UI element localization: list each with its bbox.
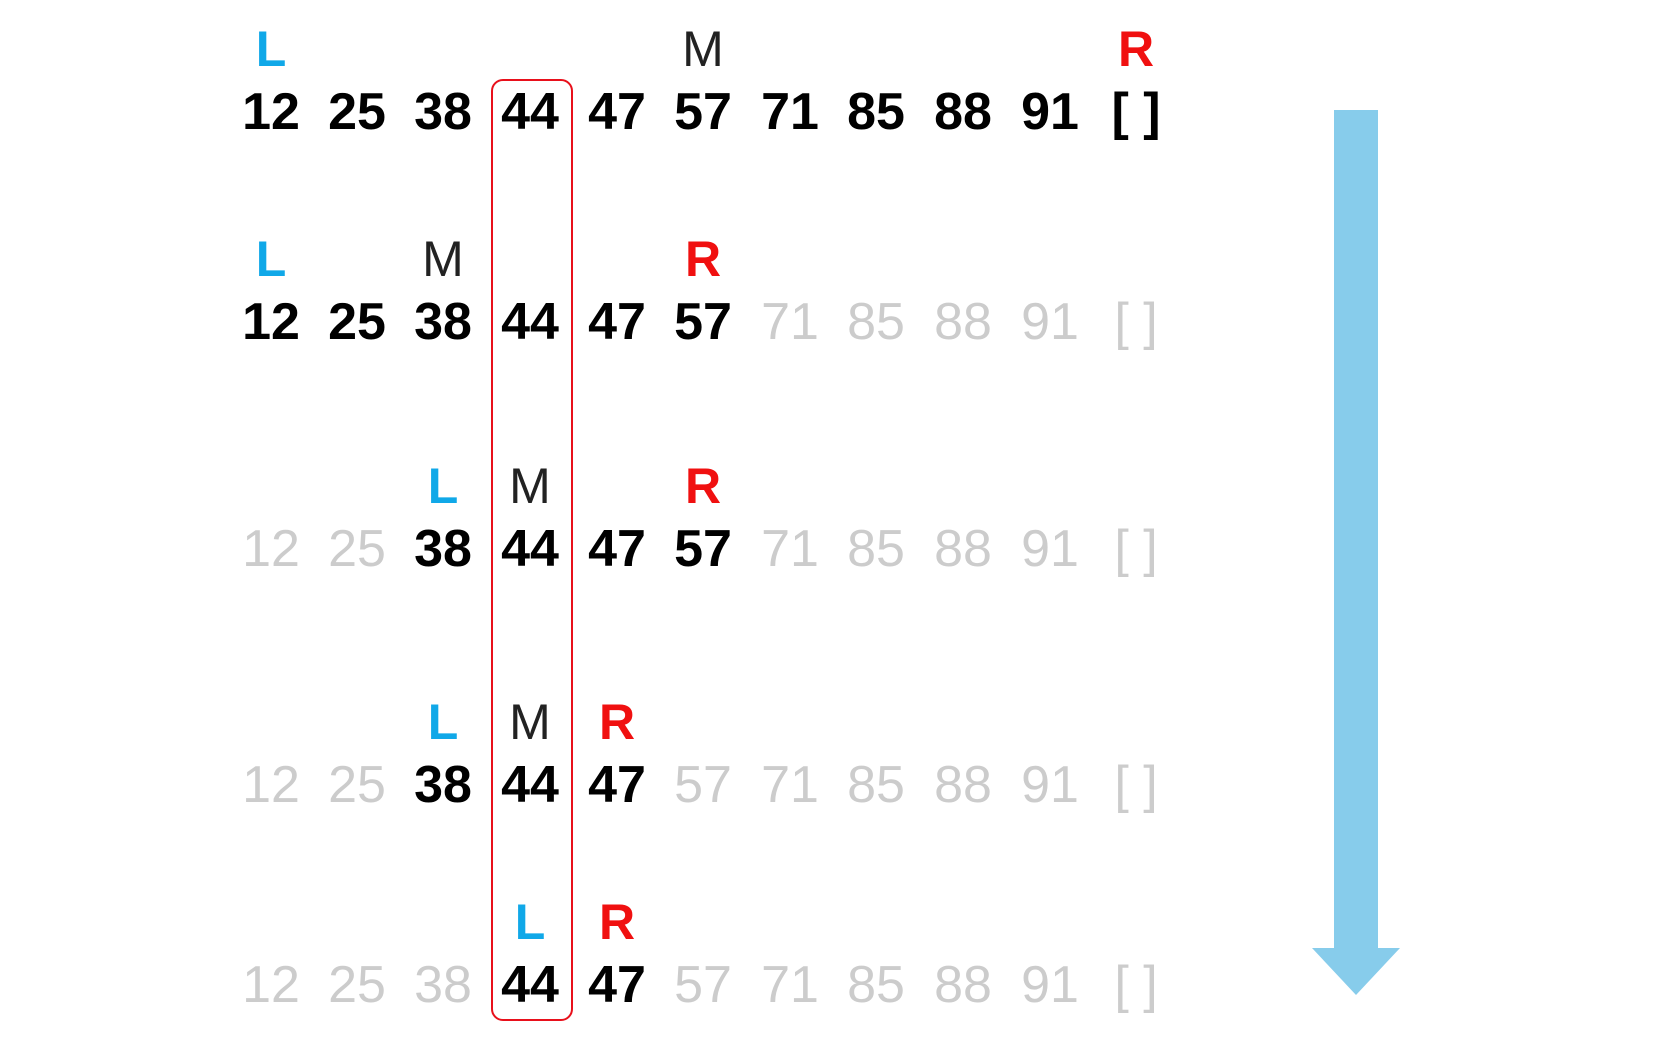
array-value: 47	[588, 293, 646, 351]
array-value: 25	[328, 956, 386, 1014]
array-value: 88	[934, 956, 992, 1014]
array-value: 12	[242, 293, 300, 351]
array-value: 91	[1021, 83, 1079, 141]
array-value: [ ]	[1111, 83, 1161, 141]
array-value: 71	[761, 520, 819, 578]
array-value: [ ]	[1114, 520, 1158, 578]
search-step-row: 12 25 38 44 47 57 71 85 88 91 [ ] L M R	[0, 24, 1671, 164]
array-value: 12	[242, 83, 300, 141]
array-value: 47	[588, 83, 646, 141]
pointer-m: M	[509, 694, 551, 750]
array-value: 88	[934, 293, 992, 351]
array-value: 44	[501, 293, 559, 351]
array-value: 25	[328, 293, 386, 351]
array-value: [ ]	[1114, 756, 1158, 814]
array-value: 57	[674, 83, 732, 141]
array-value: 47	[588, 520, 646, 578]
array-value: 44	[501, 956, 559, 1014]
pointer-m: M	[682, 21, 724, 77]
array-value: 85	[847, 83, 905, 141]
array-value: 12	[242, 956, 300, 1014]
pointer-r: R	[1117, 21, 1155, 77]
pointer-m: M	[509, 458, 551, 514]
pointer-r: R	[598, 694, 636, 750]
array-value: 57	[674, 756, 732, 814]
array-value: 71	[761, 83, 819, 141]
pointer-r: R	[684, 231, 722, 287]
array-value: 25	[328, 83, 386, 141]
array-value: 57	[674, 293, 732, 351]
array-value: 57	[674, 956, 732, 1014]
array-value: 38	[414, 293, 472, 351]
array-value: 47	[588, 756, 646, 814]
array-value: 88	[934, 756, 992, 814]
array-value: 85	[847, 520, 905, 578]
array-value: 47	[588, 956, 646, 1014]
array-value: 44	[501, 520, 559, 578]
array-value: 57	[674, 520, 732, 578]
array-value: 71	[761, 293, 819, 351]
array-value: 91	[1021, 293, 1079, 351]
array-value: 91	[1021, 520, 1079, 578]
pointer-l: L	[255, 231, 287, 287]
array-value: 25	[328, 520, 386, 578]
array-value: 71	[761, 756, 819, 814]
arrow-head	[1312, 948, 1400, 995]
arrow-shaft	[1334, 110, 1378, 950]
pointer-l: L	[255, 21, 287, 77]
pointer-l: L	[514, 894, 546, 950]
pointer-l: L	[427, 694, 459, 750]
search-step-row: 12 25 38 44 47 57 71 85 88 91 [ ] L M R	[0, 234, 1671, 374]
array-value: 25	[328, 756, 386, 814]
array-value: 85	[847, 293, 905, 351]
array-value: 38	[414, 956, 472, 1014]
array-value: 91	[1021, 756, 1079, 814]
array-value: 38	[414, 83, 472, 141]
down-arrow-icon	[1312, 110, 1400, 995]
array-value: 91	[1021, 956, 1079, 1014]
array-value: 44	[501, 83, 559, 141]
pointer-l: L	[427, 458, 459, 514]
array-value: 12	[242, 756, 300, 814]
array-value: [ ]	[1114, 293, 1158, 351]
pointer-r: R	[684, 458, 722, 514]
array-value: [ ]	[1114, 956, 1158, 1014]
array-value: 44	[501, 756, 559, 814]
array-value: 38	[414, 520, 472, 578]
array-value: 38	[414, 756, 472, 814]
array-value: 88	[934, 83, 992, 141]
array-value: 88	[934, 520, 992, 578]
pointer-m: M	[422, 231, 464, 287]
array-value: 85	[847, 756, 905, 814]
array-value: 85	[847, 956, 905, 1014]
target-highlight-box	[491, 79, 573, 1021]
array-value: 12	[242, 520, 300, 578]
pointer-r: R	[598, 894, 636, 950]
array-value: 71	[761, 956, 819, 1014]
